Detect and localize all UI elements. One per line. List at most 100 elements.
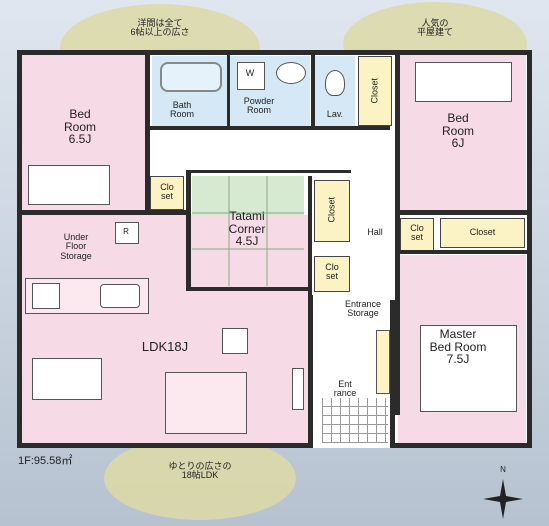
callout-top-left-text: 洋間は全て 6帖以上の広さ <box>100 18 220 38</box>
label-line: Bed <box>447 111 469 125</box>
callout-text-line: 人気の <box>421 18 449 28</box>
tatami-grid <box>192 176 304 286</box>
fridge-mark: R <box>123 227 129 236</box>
bed-room-left-label: Bed Room 6.5J <box>40 108 120 146</box>
toilet-icon <box>325 70 345 96</box>
compass-label: N <box>500 465 506 474</box>
callout-text-line: 洋間は全て <box>137 18 183 28</box>
clo-set-mid <box>314 256 350 292</box>
ldk-room <box>20 215 308 445</box>
wall-closet-column <box>308 176 312 296</box>
wall-bed-right-bottom <box>395 210 532 215</box>
tv-stand-icon <box>292 368 304 410</box>
tatami-corner-label: Tatami Corner 4.5J <box>212 210 282 248</box>
label-line: Bed Room <box>429 339 487 354</box>
label-line: Room <box>169 109 194 120</box>
fridge-icon <box>115 222 139 244</box>
label-line: set <box>160 191 173 202</box>
dining-table-icon <box>32 358 102 400</box>
label-line: 6.5J <box>68 132 92 147</box>
label-line: Storage <box>347 308 379 319</box>
clo-set-right <box>400 218 434 252</box>
label-line: Entrance <box>344 299 382 309</box>
sofa-icon <box>165 372 247 434</box>
kitchen-sink-icon <box>100 284 140 308</box>
wall-bottom-left <box>17 443 313 448</box>
label-line: Clo <box>325 262 339 272</box>
label-line: 4.5J <box>235 234 259 249</box>
wall-top-left <box>17 50 150 55</box>
label-line: rance <box>333 388 357 399</box>
callout-bottom <box>104 436 296 520</box>
label-line: Room <box>246 105 271 116</box>
ldk-label: LDK18J <box>141 339 189 354</box>
closet-mid-label: Closet <box>326 196 337 223</box>
wall-ldk-right <box>308 295 313 448</box>
closet-right <box>440 218 525 248</box>
callout-text-line: 6帖以上の広さ <box>130 27 190 38</box>
sink-icon <box>276 62 306 84</box>
label-line: set <box>325 271 338 282</box>
label-line: 7.5J <box>446 352 470 367</box>
label-line: 6J <box>451 136 465 151</box>
label-line: Bath <box>172 100 192 110</box>
wall-bed-left-bottom <box>20 210 190 215</box>
hall-vertical <box>355 132 395 312</box>
wall-tatami-left <box>186 172 191 290</box>
wall-powder-lav <box>311 55 315 127</box>
wall-bed-left-right <box>145 55 150 213</box>
bed-left-icon <box>28 165 110 205</box>
label-line: Under <box>63 232 89 242</box>
compass-icon <box>483 479 523 519</box>
clo-set-mid-label: Clo set <box>314 262 350 282</box>
stove-icon <box>32 283 60 309</box>
bath-room-label: Bath Room <box>160 100 204 120</box>
powder-room-label: Powder Room <box>234 96 284 116</box>
clo-set-left <box>150 176 184 210</box>
bed-master-icon <box>420 325 517 412</box>
label-line: Room <box>63 119 96 134</box>
wall-bed-right-left <box>395 55 400 415</box>
label-line: Bed <box>69 107 91 121</box>
label-line: Powder <box>243 96 275 106</box>
entrance-label: Ent rance <box>330 379 360 399</box>
wall-left <box>17 50 22 448</box>
closet-top <box>358 56 392 126</box>
callout-top-right-text: 人気の 平屋建て <box>390 18 480 38</box>
clo-set-right-label: Clo set <box>400 223 434 243</box>
callout-text-line: 18帖LDK <box>181 470 219 481</box>
floor-area: 1F:95.58㎡ <box>18 455 73 467</box>
wall-bottom-right <box>395 443 532 448</box>
washer-mark: W <box>245 68 255 78</box>
bed-right-icon <box>415 62 512 102</box>
label-line: Room <box>441 123 474 138</box>
bed-room-right-label: Bed Room 6J <box>418 112 498 150</box>
wall-tatami-bottom <box>186 287 308 291</box>
wall-top-right <box>396 50 532 55</box>
closet-top-label: Closet <box>369 77 380 104</box>
wall-entrance-right <box>390 300 395 448</box>
label-line: set <box>410 232 423 243</box>
wall-bath-powder <box>227 55 230 127</box>
label-line: Ent <box>338 379 352 389</box>
clo-set-left-label: Clo set <box>150 182 184 202</box>
washing-machine-icon <box>237 62 265 90</box>
coffee-table-icon <box>222 328 248 354</box>
hall-label: Hall <box>367 227 383 237</box>
label-line: Corner <box>228 221 266 236</box>
label-line: Floor <box>65 241 87 252</box>
wall-master-top <box>395 250 532 254</box>
label-line: Master <box>439 327 477 341</box>
wall-wet-bottom <box>150 126 390 130</box>
label-line: Clo <box>160 182 174 192</box>
wall-right <box>527 50 532 448</box>
wall-top-mid <box>148 50 396 55</box>
wall-hall-top <box>186 170 351 173</box>
entrance-tiles <box>322 398 388 443</box>
label-line: Clo <box>410 223 424 233</box>
master-bed-room-label: Master Bed Room 7.5J <box>408 328 508 366</box>
lav-label: Lav. <box>326 109 344 119</box>
closet-mid <box>314 180 350 242</box>
shoe-cabinet <box>376 330 390 394</box>
